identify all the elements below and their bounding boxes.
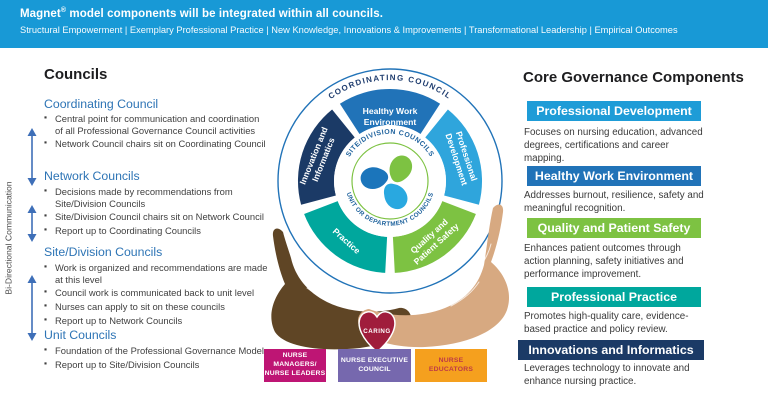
band-innovations-informatics: Innovations and Informatics (518, 340, 704, 360)
bullet-item: Network Council chairs sit on Coordinati… (44, 137, 268, 150)
top-banner: Magnet® model components will be integra… (0, 0, 768, 48)
registered-mark: ® (60, 7, 67, 14)
wedge-healthy-work-environment (339, 88, 441, 134)
section-title-network-councils: Network Councils (44, 169, 140, 183)
bullet-item: Nurses can apply to sit on these council… (44, 300, 268, 313)
bidirectional-arrow (27, 275, 37, 341)
section-title-coordinating-council: Coordinating Council (44, 97, 159, 111)
coordinating-council-bullets: Central point for communication and coor… (44, 112, 268, 152)
governance-logo-icon (360, 155, 413, 210)
box-label-line: NURSE EXECUTIVE (340, 356, 409, 364)
unit-councils-bullets: Foundation of the Professional Governanc… (44, 344, 268, 372)
caring-heart-icon (358, 311, 396, 353)
banner-title: Magnet® model components will be integra… (20, 7, 384, 20)
banner-subtitle: Structural Empowerment | Exemplary Profe… (20, 24, 678, 35)
bidirectional-arrow (27, 128, 37, 186)
desc-quality-patient-safety: Enhances patient outcomes through action… (524, 243, 684, 280)
box-label-line: COUNCIL (358, 365, 391, 373)
bullet-item: Report up to Coordinating Councils (44, 224, 268, 237)
box-label-line: NURSE LEADERS (264, 369, 326, 377)
right-hand (358, 204, 510, 348)
nurse-executive-council-box: NURSE EXECUTIVE COUNCIL (338, 349, 411, 382)
bullet-item: Site/Division Council chairs sit on Netw… (44, 210, 268, 223)
box-label-line: NURSE (438, 356, 464, 364)
band-healthy-work-environment: Healthy Work Environment (527, 166, 701, 186)
network-councils-bullets: Decisions made by recommendations from S… (44, 185, 268, 239)
band-quality-patient-safety: Quality and Patient Safety (527, 218, 701, 238)
bullet-item: Central point for communication and coor… (44, 112, 268, 136)
box-label-line: EDUCATORS (428, 365, 474, 373)
bidirectional-arrow (27, 205, 37, 242)
site-division-councils-bullets: Work is organized and recommendations ar… (44, 261, 268, 328)
wedge-practice (304, 201, 388, 273)
bidirectional-communication-label: Bi-Directional Communication (3, 181, 14, 295)
councils-heading: Councils (44, 66, 108, 83)
nurse-educators-box: NURSE EDUCATORS (415, 349, 487, 382)
wedge-label: Healthy Work (363, 106, 418, 116)
bullet-item: Council work is communicated back to uni… (44, 286, 268, 299)
core-governance-heading: Core Governance Components (523, 69, 744, 86)
band-professional-development: Professional Development (527, 101, 701, 121)
desc-healthy-work-environment: Addresses burnout, resilience, safety an… (524, 190, 704, 214)
band-professional-practice: Professional Practice (527, 287, 701, 307)
bullet-item: Report up to Site/Division Councils (44, 358, 268, 371)
governance-model-diagram: COORDINATING COUNCIL Healthy Work Enviro… (271, 68, 510, 353)
nurse-managers-leaders-box: NURSE MANAGERS/ NURSE LEADERS (264, 349, 326, 382)
bullet-item: Work is organized and recommendations ar… (44, 261, 268, 285)
wedge-label: Environment (364, 117, 417, 127)
bullet-item: Report up to Network Councils (44, 314, 268, 327)
wedge-innovation-informatics (297, 109, 355, 205)
section-title-site-division-councils: Site/Division Councils (44, 245, 163, 259)
caring-label: CARING (363, 328, 390, 335)
desc-innovations-informatics: Leverages technology to innovate and enh… (524, 363, 690, 387)
desc-professional-practice: Promotes high-quality care, evidence-bas… (524, 311, 689, 335)
box-label-line: NURSE MANAGERS/ (273, 352, 317, 369)
desc-professional-development: Focuses on nursing education, advanced d… (524, 127, 703, 164)
wedge-quality-patient-safety (392, 201, 476, 273)
bullet-item: Foundation of the Professional Governanc… (44, 344, 268, 357)
section-title-unit-councils: Unit Councils (44, 328, 117, 342)
bullet-item: Decisions made by recommendations from S… (44, 185, 268, 209)
wedge-professional-development (425, 109, 483, 205)
